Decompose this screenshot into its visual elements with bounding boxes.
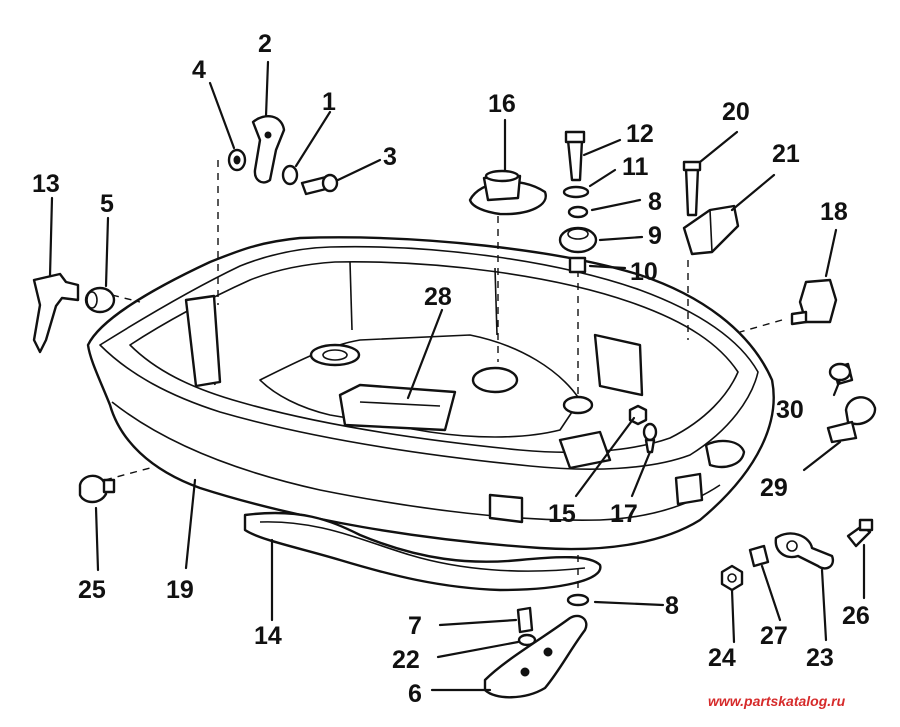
arm-part-23 <box>774 532 835 570</box>
lower-motor-cover-part-19 <box>86 236 775 551</box>
callout-27: 27 <box>760 622 788 650</box>
callout-10: 10 <box>630 258 658 286</box>
plug-part-17 <box>642 422 658 454</box>
callout-13: 13 <box>32 170 60 198</box>
watermark: www.partskatalog.ru <box>708 693 846 709</box>
nut-part-24 <box>720 564 744 592</box>
plate-part-6 <box>483 614 588 699</box>
callout-12: 12 <box>626 120 654 148</box>
alignment-lines <box>104 160 783 595</box>
callout-17: 17 <box>610 500 638 528</box>
callout-14: 14 <box>254 622 282 650</box>
washer-part-8-top <box>567 205 589 219</box>
callout-28: 28 <box>424 283 452 311</box>
washer-part-11 <box>562 185 590 199</box>
bolt-part-12 <box>564 130 586 182</box>
callout-8-top: 8 <box>648 188 662 216</box>
washer-part-22 <box>517 633 537 647</box>
screw-part-27 <box>748 544 770 568</box>
callout-30: 30 <box>776 396 804 424</box>
callout-22: 22 <box>392 646 420 674</box>
latch-part-2 <box>251 114 286 184</box>
leader-lines <box>48 60 866 692</box>
callout-4: 4 <box>192 56 206 84</box>
bracket-part-21 <box>682 204 740 256</box>
screw-part-26 <box>846 518 874 548</box>
spacer-part-10 <box>568 256 587 274</box>
clamp-part-29 <box>826 396 877 444</box>
callout-7: 7 <box>408 612 422 640</box>
grommet-part-16 <box>468 169 547 216</box>
callout-labels: 4 2 1 3 13 5 16 12 11 8 9 10 20 21 18 28… <box>32 30 870 708</box>
washer-part-8-bottom <box>566 593 590 607</box>
seal-part-14 <box>243 511 602 592</box>
callout-16: 16 <box>488 90 516 118</box>
callout-29: 29 <box>760 474 788 502</box>
lever-part-13 <box>32 272 80 354</box>
callout-21: 21 <box>772 140 800 168</box>
callout-1: 1 <box>322 88 336 116</box>
callout-6: 6 <box>408 680 422 708</box>
callout-5: 5 <box>100 190 114 218</box>
callout-23: 23 <box>806 644 834 672</box>
callout-19: 19 <box>166 576 194 604</box>
callout-15: 15 <box>548 500 576 528</box>
callout-3: 3 <box>383 143 397 171</box>
washer-part-4 <box>227 148 247 172</box>
screw-part-7 <box>516 606 534 634</box>
knob-part-25 <box>78 474 116 504</box>
screw-part-30 <box>828 362 854 386</box>
mount-part-9 <box>558 226 598 254</box>
callout-18: 18 <box>820 198 848 226</box>
callout-11: 11 <box>622 153 649 181</box>
callout-24: 24 <box>708 644 736 672</box>
callout-8-bottom: 8 <box>665 592 679 620</box>
bushing-part-5 <box>84 286 116 314</box>
bolt-part-20 <box>682 160 702 217</box>
callout-9: 9 <box>648 222 662 250</box>
fitting-part-18 <box>790 278 838 326</box>
screw-part-3 <box>300 173 339 196</box>
callout-20: 20 <box>722 98 750 126</box>
callout-26: 26 <box>842 602 870 630</box>
washer-part-1 <box>281 164 299 186</box>
callout-25: 25 <box>78 576 106 604</box>
callout-2: 2 <box>258 30 272 58</box>
